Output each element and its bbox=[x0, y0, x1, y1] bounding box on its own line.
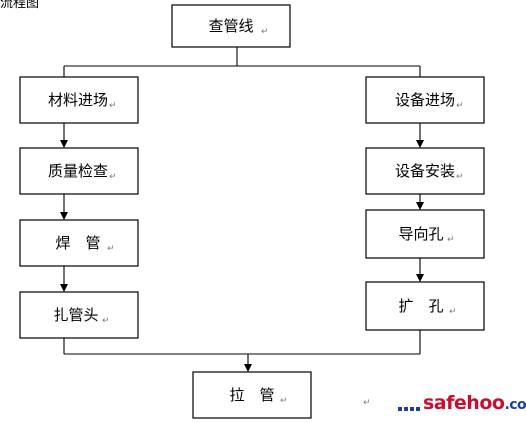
logo-text: safehoo.com bbox=[423, 392, 526, 416]
box-check-line-label: 查管线 bbox=[208, 17, 253, 35]
connector-lines bbox=[60, 47, 424, 372]
box-weld-pipe-label: 焊 管 bbox=[55, 234, 100, 252]
box-equipment-install: 设备安装 ↵ bbox=[365, 147, 485, 195]
paragraph-mark: ↵ bbox=[107, 244, 115, 254]
box-pull-pipe: 拉 管 ↵ bbox=[192, 371, 312, 419]
paragraph-mark: ↵ bbox=[109, 101, 117, 111]
paragraph-mark: ↵ bbox=[447, 235, 455, 245]
box-tie-pipe-head-label: 扎管头 bbox=[53, 306, 98, 324]
logo-text-hoo: hoo bbox=[466, 392, 505, 414]
arrowhead-pilot bbox=[416, 202, 424, 210]
box-equipment-install-label: 设备安装 bbox=[395, 162, 455, 180]
box-pull-pipe-label: 拉 管 bbox=[229, 386, 274, 404]
box-pilot-hole: 导向孔 ↵ bbox=[365, 209, 485, 259]
paragraph-mark: ↵ bbox=[261, 27, 269, 37]
box-ream-hole: 扩 孔 ↵ bbox=[365, 281, 485, 331]
box-check-line: 查管线 ↵ bbox=[171, 4, 291, 48]
box-weld-pipe: 焊 管 ↵ bbox=[19, 219, 139, 267]
box-materials-entry-label: 材料进场 bbox=[48, 91, 108, 109]
arrowhead-install bbox=[416, 140, 424, 148]
paragraph-mark: ↵ bbox=[449, 307, 457, 317]
box-materials-entry: 材料进场 ↵ bbox=[19, 76, 139, 124]
box-equipment-entry: 设备进场 ↵ bbox=[365, 76, 485, 124]
box-equipment-entry-label: 设备进场 bbox=[395, 91, 455, 109]
box-tie-pipe-head: 扎管头 ↵ bbox=[19, 291, 139, 339]
box-pilot-hole-label: 导向孔 bbox=[398, 225, 443, 243]
header-text-fragment: 流程图 bbox=[0, 0, 40, 11]
box-quality-check-label: 质量检查 bbox=[48, 162, 108, 180]
paragraph-mark: ↵ bbox=[456, 101, 464, 111]
paragraph-mark: ↵ bbox=[280, 396, 288, 406]
safehoo-logo: safehoo.com bbox=[398, 390, 526, 416]
arrowhead-ream bbox=[416, 274, 424, 282]
arrowhead-weld bbox=[60, 212, 68, 220]
box-quality-check: 质量检查 ↵ bbox=[19, 147, 139, 195]
paragraph-mark: ↵ bbox=[363, 398, 371, 408]
paragraph-mark: ↵ bbox=[456, 172, 464, 182]
arrowhead-pull bbox=[244, 364, 252, 372]
logo-text-com: .com bbox=[504, 397, 526, 413]
box-ream-hole-label: 扩 孔 bbox=[398, 297, 443, 315]
arrowhead-quality bbox=[60, 140, 68, 148]
arrowhead-tie bbox=[60, 284, 68, 292]
paragraph-mark: ↵ bbox=[102, 316, 110, 326]
logo-dots bbox=[398, 407, 420, 411]
paragraph-mark: ↵ bbox=[109, 172, 117, 182]
logo-text-safe: safe bbox=[423, 392, 467, 414]
